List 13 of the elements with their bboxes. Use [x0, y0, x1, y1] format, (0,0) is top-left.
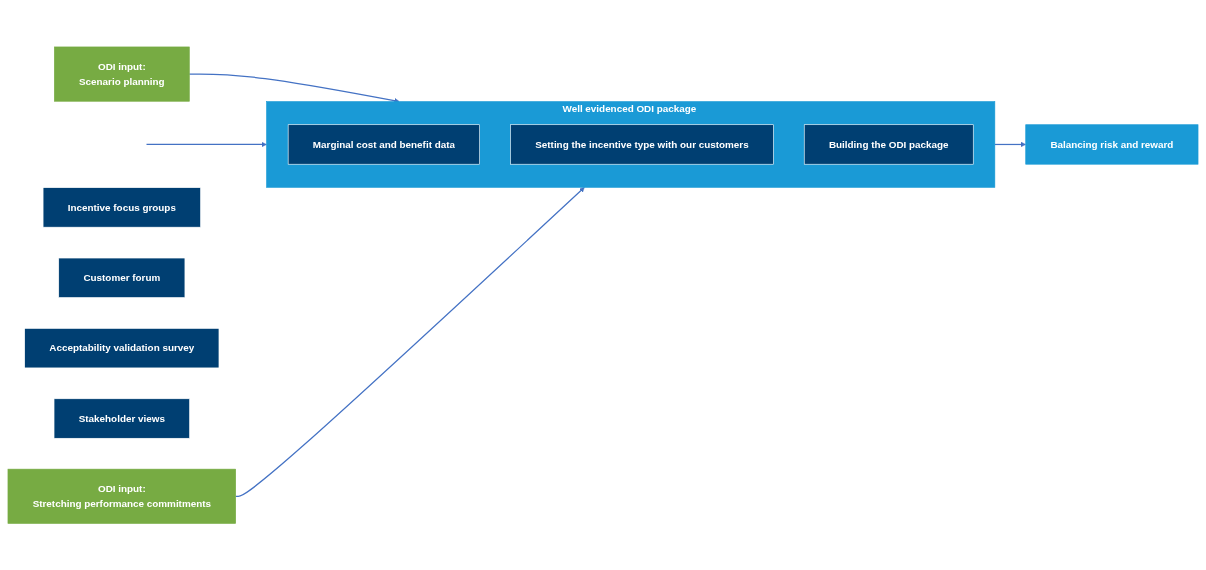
node-box: Customer forum [58, 257, 186, 298]
node-box: Incentive focus groups [42, 187, 201, 228]
arrow [994, 141, 1026, 147]
node-box: Marginal cost and benefit data [287, 124, 480, 165]
node-box: ODI input: Scenario planning [54, 46, 190, 102]
node-box: Setting the incentive type with our customers [510, 124, 774, 165]
node-box: Stakeholder views [53, 398, 190, 439]
node-box: Building the ODI package [803, 124, 974, 165]
arrow [235, 186, 585, 497]
node-box: Balancing risk and reward [1025, 124, 1199, 165]
arrow [145, 141, 267, 147]
node-box: ODI input: Stretching performance commitments [7, 468, 236, 524]
node-box: Acceptability validation survey [24, 327, 220, 368]
